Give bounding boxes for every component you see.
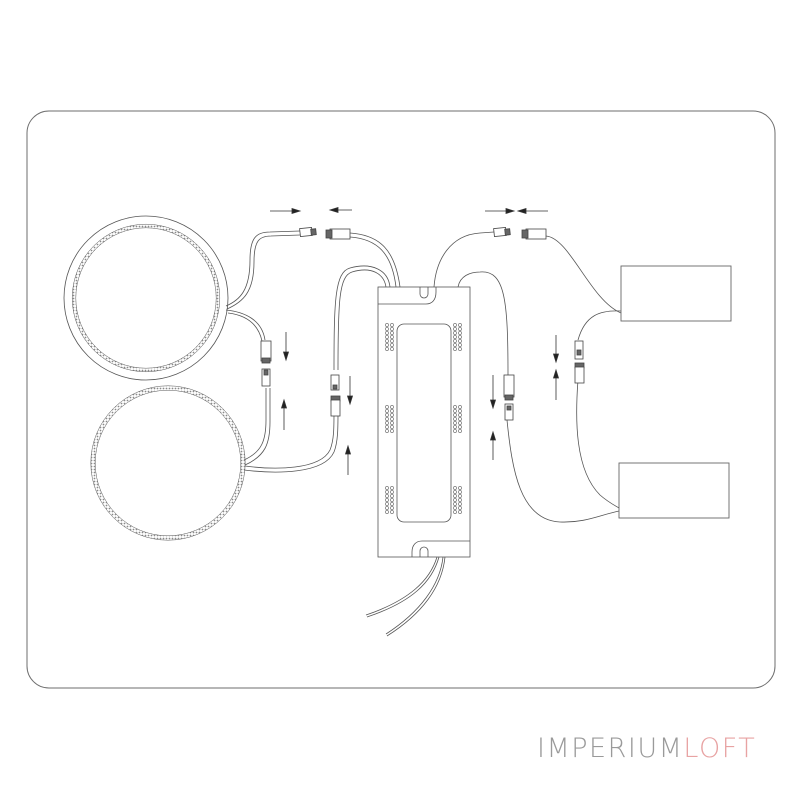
arrow-up-icon [344, 444, 352, 475]
arrow-down-icon [552, 335, 560, 364]
diagram-frame [26, 110, 776, 689]
arrow-right-icon [270, 207, 302, 215]
panel-luminaire-bottom [618, 462, 730, 519]
arrow-down-icon [282, 332, 290, 362]
arrow-up-icon [552, 368, 560, 400]
arrow-right-icon [485, 207, 516, 215]
brand-part-2: LOFT [683, 733, 757, 764]
brand-logo: IMPERIUMLOFT [537, 733, 756, 764]
arrow-left-icon [328, 206, 352, 214]
arrow-down-icon [346, 376, 354, 406]
panel-luminaire-top [620, 265, 732, 322]
connector-c1 [299, 226, 351, 240]
ring-luminaire-bottom [90, 385, 246, 541]
arrow-down-icon [489, 375, 497, 410]
arrow-up-icon [280, 398, 288, 430]
arrow-left-icon [516, 207, 548, 215]
ring-luminaire-top [63, 215, 229, 381]
connector-c5 [503, 374, 515, 421]
led-driver [377, 286, 471, 558]
mains-input-wires [365, 556, 446, 637]
connector-c3 [260, 340, 272, 387]
connector-c6 [574, 340, 585, 384]
brand-part-1: IMPERIUM [537, 733, 684, 764]
connector-c4 [330, 374, 341, 417]
connector-c2 [493, 226, 547, 240]
arrow-up-icon [489, 430, 497, 460]
